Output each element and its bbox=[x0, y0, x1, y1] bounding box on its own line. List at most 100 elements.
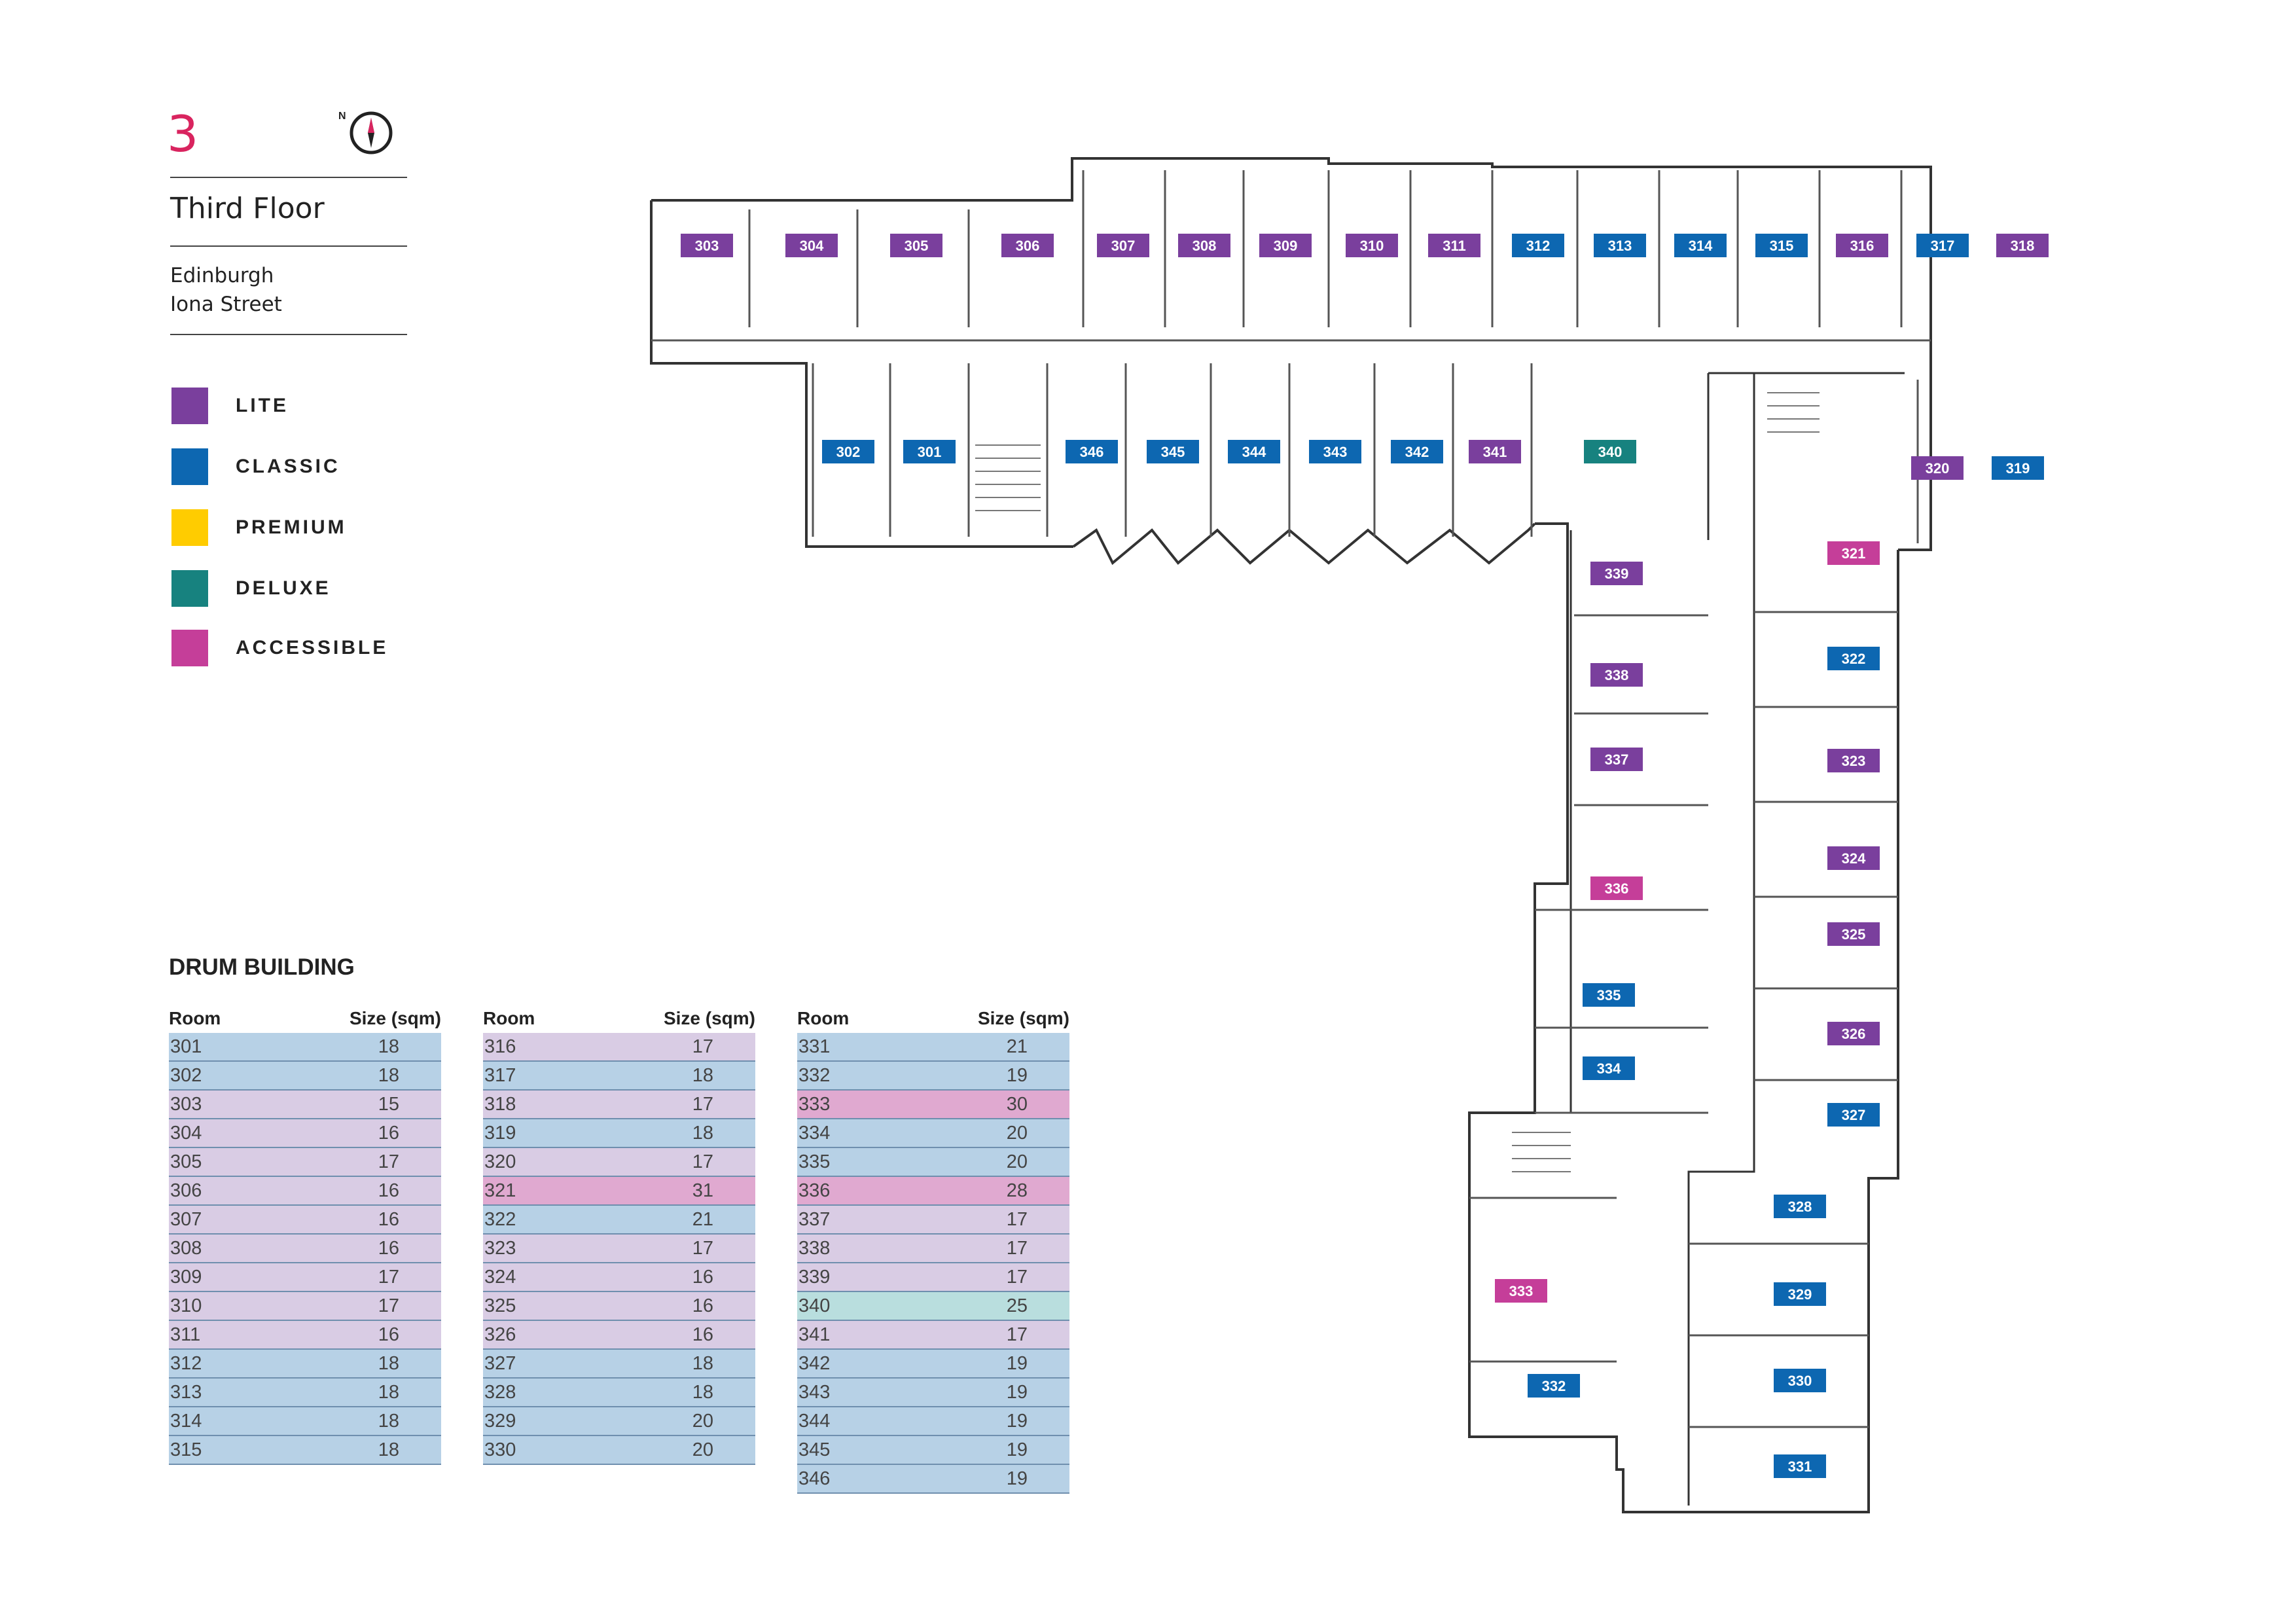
room-316[interactable]: 316 bbox=[1836, 234, 1888, 257]
room-334[interactable]: 334 bbox=[1583, 1056, 1635, 1080]
room-size: 18 bbox=[378, 1036, 399, 1057]
room-342[interactable]: 342 bbox=[1391, 440, 1443, 463]
room-size: 31 bbox=[692, 1180, 713, 1201]
room-346[interactable]: 346 bbox=[1066, 440, 1118, 463]
room-314[interactable]: 314 bbox=[1674, 234, 1727, 257]
room-labels: 303 304 305 306 307 308 309 310 311 312 313 314 315 3… bbox=[681, 234, 2049, 1478]
room-302[interactable]: 302 bbox=[822, 440, 874, 463]
room-number: 305 bbox=[170, 1151, 202, 1172]
room-311[interactable]: 311 bbox=[1428, 234, 1480, 257]
room-marker bbox=[1590, 562, 1643, 585]
room-345[interactable]: 345 bbox=[1147, 440, 1199, 463]
room-label: 333 bbox=[1509, 1283, 1534, 1299]
room-size: 19 bbox=[1006, 1439, 1028, 1460]
room-338[interactable]: 338 bbox=[1590, 663, 1643, 687]
room-319[interactable]: 319 bbox=[1992, 456, 2044, 480]
room-number: 313 bbox=[170, 1381, 202, 1403]
room-320[interactable]: 320 bbox=[1911, 456, 1964, 480]
room-marker bbox=[1097, 234, 1149, 257]
room-size: 25 bbox=[1006, 1295, 1028, 1316]
room-331[interactable]: 331 bbox=[1774, 1454, 1826, 1478]
room-number: 333 bbox=[798, 1093, 831, 1115]
room-313[interactable]: 313 bbox=[1594, 234, 1646, 257]
room-marker bbox=[1827, 647, 1880, 670]
room-marker bbox=[1147, 440, 1199, 463]
room-317[interactable]: 317 bbox=[1916, 234, 1969, 257]
room-number: 341 bbox=[798, 1324, 831, 1345]
room-312[interactable]: 312 bbox=[1512, 234, 1564, 257]
legend-item-classic: CLASSIC bbox=[171, 448, 340, 485]
room-label: 307 bbox=[1111, 238, 1136, 254]
room-label: 336 bbox=[1605, 880, 1629, 897]
room-343[interactable]: 343 bbox=[1309, 440, 1361, 463]
column-header-size: Size (sqm) bbox=[663, 1008, 755, 1028]
room-size: 16 bbox=[378, 1180, 399, 1201]
column-header-size: Size (sqm) bbox=[349, 1008, 441, 1028]
room-333[interactable]: 333 bbox=[1495, 1279, 1547, 1303]
table-header: Room Size (sqm) bbox=[797, 1008, 1069, 1033]
room-marker bbox=[1774, 1454, 1826, 1478]
room-303[interactable]: 303 bbox=[681, 234, 733, 257]
room-323[interactable]: 323 bbox=[1827, 749, 1880, 772]
room-label: 319 bbox=[2006, 460, 2030, 477]
room-number: 331 bbox=[798, 1036, 831, 1057]
room-308[interactable]: 308 bbox=[1178, 234, 1230, 257]
room-339[interactable]: 339 bbox=[1590, 562, 1643, 585]
room-dividers bbox=[651, 170, 1931, 1428]
room-332[interactable]: 332 bbox=[1528, 1374, 1580, 1398]
room-306[interactable]: 306 bbox=[1001, 234, 1054, 257]
room-321[interactable]: 321 bbox=[1827, 541, 1880, 565]
room-309[interactable]: 309 bbox=[1259, 234, 1312, 257]
room-305[interactable]: 305 bbox=[890, 234, 942, 257]
stair-icon bbox=[975, 392, 1820, 1172]
room-325[interactable]: 325 bbox=[1827, 922, 1880, 946]
room-size: 15 bbox=[378, 1093, 399, 1115]
room-318[interactable]: 318 bbox=[1996, 234, 2049, 257]
room-marker bbox=[1583, 983, 1635, 1007]
room-301[interactable]: 301 bbox=[903, 440, 956, 463]
room-number: 328 bbox=[484, 1381, 516, 1403]
room-size: 19 bbox=[1006, 1410, 1028, 1432]
room-340[interactable]: 340 bbox=[1584, 440, 1636, 463]
room-322[interactable]: 322 bbox=[1827, 647, 1880, 670]
room-number: 304 bbox=[170, 1122, 202, 1144]
room-344[interactable]: 344 bbox=[1228, 440, 1280, 463]
room-337[interactable]: 337 bbox=[1590, 748, 1643, 771]
room-label: 324 bbox=[1842, 850, 1866, 867]
legend-label: CLASSIC bbox=[236, 456, 340, 477]
room-327[interactable]: 327 bbox=[1827, 1103, 1880, 1127]
room-330[interactable]: 330 bbox=[1774, 1369, 1826, 1392]
room-number: 323 bbox=[484, 1237, 516, 1259]
room-label: 315 bbox=[1770, 238, 1794, 254]
room-328[interactable]: 328 bbox=[1774, 1195, 1826, 1218]
room-label: 330 bbox=[1788, 1373, 1812, 1389]
room-335[interactable]: 335 bbox=[1583, 983, 1635, 1007]
room-329[interactable]: 329 bbox=[1774, 1282, 1826, 1306]
room-307[interactable]: 307 bbox=[1097, 234, 1149, 257]
room-marker bbox=[1827, 749, 1880, 772]
room-315[interactable]: 315 bbox=[1755, 234, 1808, 257]
room-304[interactable]: 304 bbox=[785, 234, 838, 257]
room-326[interactable]: 326 bbox=[1827, 1022, 1880, 1045]
room-336[interactable]: 336 bbox=[1590, 876, 1643, 900]
room-324[interactable]: 324 bbox=[1827, 846, 1880, 870]
room-size: 17 bbox=[1006, 1208, 1028, 1230]
room-marker bbox=[1428, 234, 1480, 257]
room-marker bbox=[903, 440, 956, 463]
room-341[interactable]: 341 bbox=[1469, 440, 1521, 463]
room-310[interactable]: 310 bbox=[1346, 234, 1398, 257]
